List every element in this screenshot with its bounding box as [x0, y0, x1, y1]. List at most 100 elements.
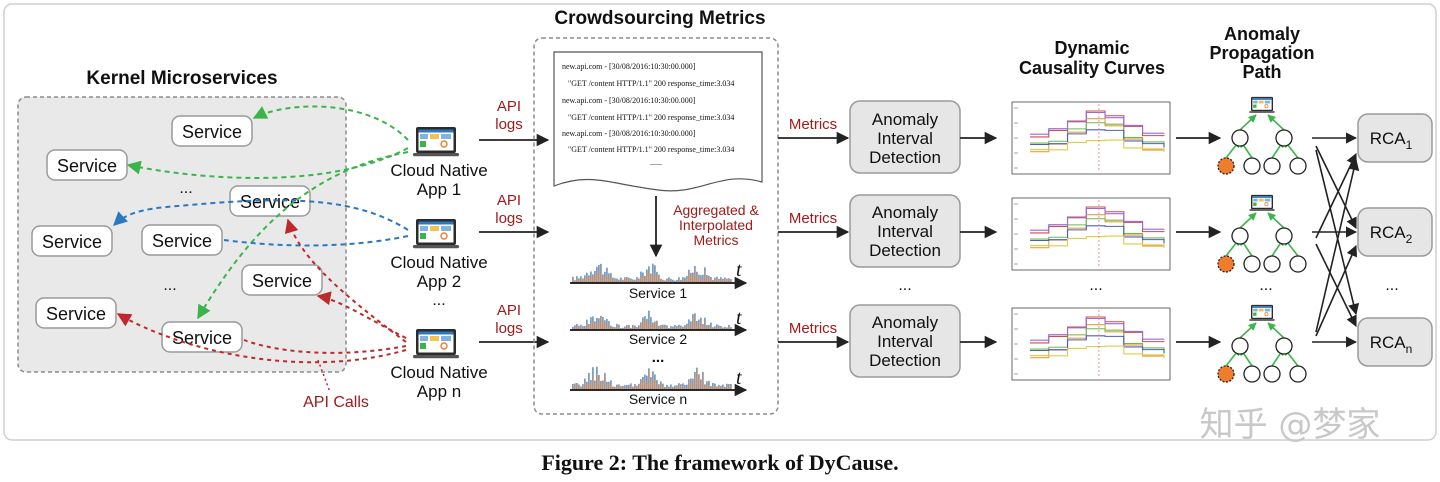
series-1-label: Service 1 [629, 285, 688, 301]
log-line-3: new.api.com - [30/08/2016:10:30:00.000] [562, 96, 696, 105]
aggregated-line2: Interpolated [679, 217, 753, 233]
log-line-6: "GET /content HTTP/1.1" 200 response_tim… [568, 145, 734, 154]
metrics-label-2: Metrics [789, 210, 837, 227]
rca-box-n: RCAn [1357, 317, 1433, 367]
service-node-7: Service [35, 297, 117, 329]
crowd-panel [533, 37, 779, 415]
service-node-8: Service [161, 321, 243, 353]
app2-label-line2: App 2 [417, 272, 461, 291]
causality-curve-2 [1011, 197, 1171, 271]
propagation-tree-1-app-icon [1249, 96, 1275, 113]
svg-text:Detection: Detection [869, 148, 941, 167]
prop-ellipsis: ... [1259, 277, 1272, 294]
curve-to-path-arrows [1176, 131, 1222, 349]
appn-label-line2: App n [417, 382, 461, 401]
svg-text:Interval: Interval [877, 332, 933, 351]
time-symbol-2: t [736, 307, 742, 329]
causality-curve-3 [1011, 307, 1171, 381]
api-logs-1-line1: API [497, 98, 521, 115]
log-line-2: "GET /content HTTP/1.1" 200 response_tim… [568, 79, 734, 88]
aggregated-line1: Aggregated & [673, 202, 759, 218]
log-line-5: new.api.com - [30/08/2016:10:30:00.000] [562, 129, 696, 138]
watermark: 知乎 @梦家 [1200, 405, 1381, 445]
prop-title-line1: Anomaly [1224, 24, 1300, 44]
prop-title-line3: Path [1242, 62, 1281, 82]
anomaly-detection-box-2: Anomaly Interval Detection [849, 194, 961, 268]
rca-box-2: RCA2 [1357, 207, 1433, 257]
log-document [553, 51, 763, 192]
series-n-label: Service n [629, 391, 687, 407]
kernel-ellipsis-1: ... [179, 180, 192, 197]
service-node-3: Service [229, 185, 311, 217]
rca-box-1: RCA1 [1357, 113, 1433, 163]
service-node-2: Service [46, 149, 128, 181]
dyn-title-line2: Causality Curves [1019, 58, 1165, 78]
svg-text:Detection: Detection [869, 351, 941, 370]
propagation-tree-2-app-icon [1249, 194, 1275, 211]
svg-text:RCAn: RCAn [1370, 333, 1413, 356]
svg-text:Service: Service [42, 232, 102, 252]
svg-text:Service: Service [172, 328, 232, 348]
curves-ellipsis: ... [1089, 277, 1102, 294]
service-node-5: Service [141, 224, 223, 256]
series-plot-1 [570, 263, 748, 290]
rca-ellipsis: ... [1385, 277, 1398, 294]
svg-text:Service: Service [182, 122, 242, 142]
laptop-icon-app2 [413, 219, 459, 249]
svg-text:Service: Service [57, 156, 117, 176]
svg-text:RCA2: RCA2 [1370, 223, 1413, 246]
series-ellipsis: ... [652, 349, 665, 366]
causality-curve-plots [1011, 101, 1171, 381]
api-calls-appn [116, 218, 407, 364]
laptop-icon-appn [413, 329, 459, 359]
laptop-icon-app1 [413, 127, 459, 157]
api-calls-label: API Calls [303, 394, 369, 411]
kernel-title: Kernel Microservices [86, 68, 277, 89]
svg-text:Service: Service [46, 304, 106, 324]
dyn-title-line1: Dynamic [1054, 38, 1129, 58]
svg-text:Service: Service [252, 271, 312, 291]
laptops [413, 127, 459, 359]
service-node-4: Service [31, 225, 113, 257]
api-logs-1-line2: logs [495, 116, 523, 133]
anomaly-detection-box-3: Anomaly Interval Detection [849, 304, 961, 378]
api-logs-2-line1: API [497, 192, 521, 209]
prop-title-line2: Propagation [1209, 43, 1314, 63]
metrics-label-3: Metrics [789, 320, 837, 337]
crowd-title: Crowdsourcing Metrics [554, 8, 765, 29]
log-line-1: new.api.com - [30/08/2016:10:30:00.000] [562, 62, 696, 71]
api-logs-3-line2: logs [495, 320, 523, 337]
api-calls-app2 [112, 199, 409, 247]
series-plot-2 [570, 310, 748, 337]
series-plots [570, 263, 748, 397]
api-calls-app1 [126, 105, 409, 320]
time-symbol-3: t [736, 367, 742, 389]
appn-label-line1: Cloud Native [390, 363, 487, 382]
service-node-6: Service [241, 264, 323, 296]
log-line-4: "GET /content HTTP/1.1" 200 response_tim… [568, 113, 734, 122]
series-2-label: Service 2 [629, 331, 688, 347]
figure-caption: Figure 2: The framework of DyCause. [541, 450, 898, 475]
path-to-rca-arrows [1312, 132, 1360, 348]
app2-label-line1: Cloud Native [390, 253, 487, 272]
propagation-tree-3 [1217, 304, 1307, 383]
propagation-tree-1 [1217, 96, 1307, 175]
time-symbol-1: t [736, 259, 742, 281]
kernel-ellipsis-2: ... [163, 277, 176, 294]
svg-text:Anomaly: Anomaly [872, 110, 939, 129]
detection-to-curve-arrows [960, 131, 998, 349]
detection-ellipsis: ... [898, 277, 911, 294]
api-logs-arrows [479, 133, 550, 349]
api-calls-pointer [317, 359, 331, 393]
svg-text:RCA1: RCA1 [1370, 129, 1413, 152]
service-node-1: Service [171, 115, 253, 147]
propagation-trees [1217, 96, 1307, 383]
apps-ellipsis: ... [432, 292, 445, 309]
propagation-tree-3-app-icon [1249, 304, 1275, 321]
metrics-arrows [778, 131, 850, 349]
svg-text:Anomaly: Anomaly [872, 313, 939, 332]
svg-text:Service: Service [152, 231, 212, 251]
app1-label-line1: Cloud Native [390, 161, 487, 180]
app1-label-line2: App 1 [417, 180, 461, 199]
